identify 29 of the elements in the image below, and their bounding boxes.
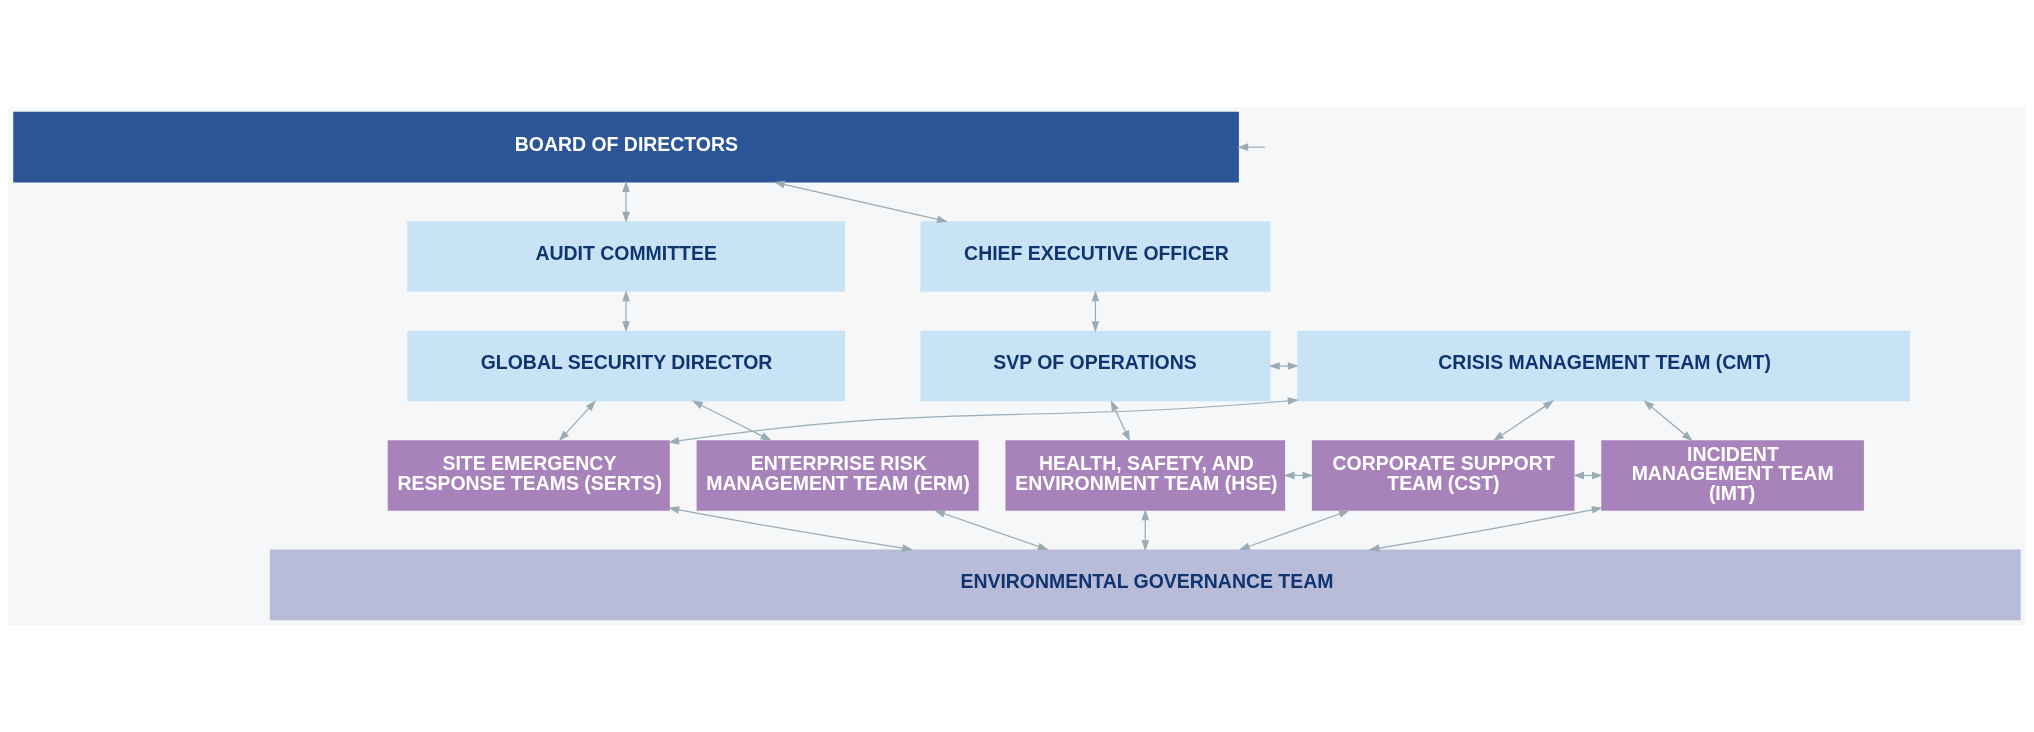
arrow	[622, 290, 630, 333]
arrow	[558, 400, 596, 442]
arrow	[668, 506, 914, 552]
node-box: SITE EMERGENCY RESPONSE TEAMS (SERTS)	[387, 440, 670, 511]
arrow	[773, 180, 948, 223]
node-box: BOARD OF DIRECTORS	[13, 111, 1239, 183]
arrow	[1238, 510, 1350, 551]
arrow	[934, 510, 1049, 551]
arrow	[1492, 400, 1554, 442]
node-box: CHIEF EXECUTIVE OFFICER	[920, 221, 1271, 292]
node-box: SVP OF OPERATIONS	[920, 330, 1271, 402]
arrow	[1368, 506, 1603, 552]
arrow	[1141, 509, 1150, 552]
arrow	[668, 397, 1299, 445]
arrow	[1237, 143, 1266, 151]
node-box: CORPORATE SUPPORT TEAM (CST)	[1311, 440, 1575, 511]
node-box: INCIDENT MANAGEMENT TEAM (IMT)	[1601, 440, 1864, 511]
arrow	[1091, 290, 1100, 333]
arrow	[691, 400, 772, 441]
node-box: HEALTH, SAFETY, AND ENVIRONMENT TEAM (HSE)	[1005, 440, 1286, 511]
node-box: ENTERPRISE RISK MANAGEMENT TEAM (ERM)	[696, 440, 979, 511]
arrow	[622, 180, 630, 223]
arrow	[1110, 400, 1131, 442]
node-box: GLOBAL SECURITY DIRECTOR	[407, 330, 845, 402]
node-box: CRISIS MANAGEMENT TEAM (CMT)	[1297, 330, 1911, 402]
arrow	[1643, 400, 1693, 442]
arrow	[1268, 362, 1299, 370]
node-box: AUDIT COMMITTEE	[407, 221, 845, 292]
node-box: ENVIRONMENTAL GOVERNANCE TEAM	[269, 549, 2021, 621]
